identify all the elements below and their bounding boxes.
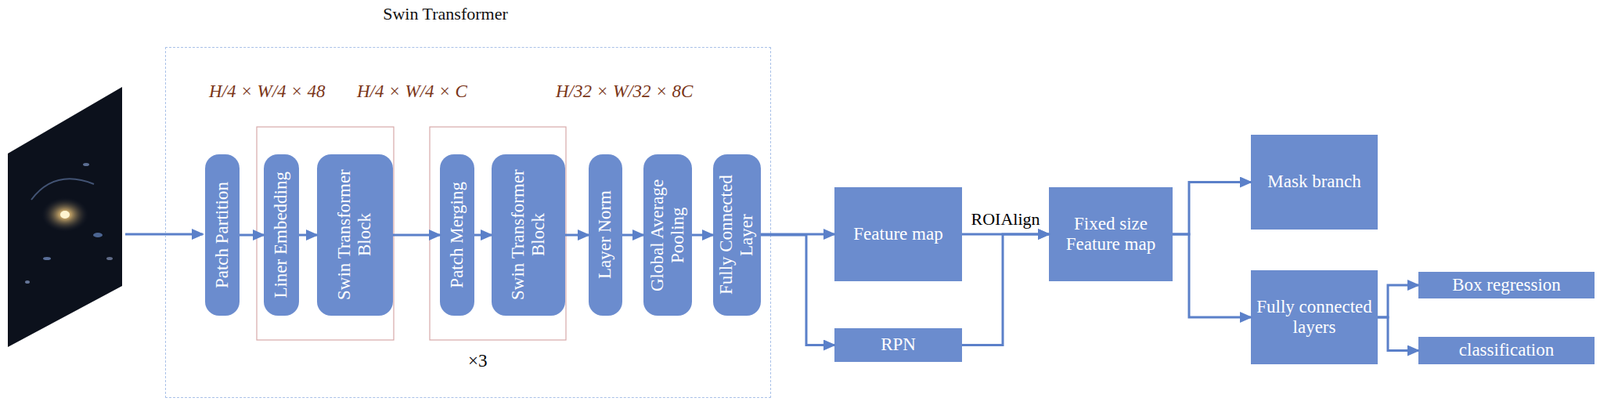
edge-label: ROIAlign	[971, 209, 1041, 230]
node-label: Patch Partition	[212, 181, 233, 289]
flow-arrow	[474, 234, 492, 237]
process-box: Mask branch	[1250, 134, 1378, 230]
node-label: RPN	[880, 334, 916, 355]
process-pill: Fully Connected Layer	[713, 154, 761, 316]
group-title: Swin Transformer	[367, 3, 524, 25]
node-label: Swin Transformer Block	[334, 159, 376, 310]
process-pill: Layer Norm	[588, 154, 623, 316]
node-label: Fully Connected Layer	[716, 159, 758, 310]
flow-arrow	[622, 234, 644, 237]
process-pill: Swin Transformer Block	[317, 154, 393, 316]
process-pill: Swin Transformer Block	[491, 154, 566, 316]
node-label: Global Average Pooling	[647, 159, 689, 310]
dimension-label: H/4 × W/4 × C	[356, 81, 468, 102]
flow-arrow	[962, 234, 1049, 346]
flow-arrow	[760, 234, 835, 346]
node-label: Layer Norm	[594, 190, 616, 279]
input-arrow	[125, 233, 203, 236]
dimension-label: H/32 × W/32 × 8C	[555, 81, 693, 102]
process-box: Fixed size Feature map	[1048, 187, 1173, 282]
process-pill: Patch Partition	[205, 154, 240, 316]
flow-arrow	[299, 234, 318, 237]
flow-arrow	[392, 234, 440, 237]
flow-arrow	[691, 234, 714, 237]
process-pill: Liner Embedding	[263, 154, 300, 316]
flow-arrow	[1172, 182, 1251, 235]
process-box: classification	[1418, 336, 1595, 364]
node-label: classification	[1459, 339, 1554, 361]
node-label: Liner Embedding	[270, 171, 292, 299]
flow-arrow	[239, 234, 264, 237]
flow-arrow	[1377, 317, 1419, 351]
node-label: Mask branch	[1267, 171, 1361, 192]
node-label: Swin Transformer Block	[508, 159, 550, 310]
process-box: Box regression	[1418, 271, 1595, 299]
node-label: Patch Merging	[446, 181, 468, 289]
process-pill: Patch Merging	[439, 154, 475, 316]
dimension-label: H/4 × W/4 × 48	[209, 81, 326, 102]
process-box: RPN	[834, 327, 963, 362]
process-pill: Global Average Pooling	[643, 154, 692, 316]
repeat-bracket-box	[429, 126, 566, 340]
galaxy-image	[0, 78, 134, 361]
process-box: Feature map	[834, 187, 963, 282]
node-label: Box regression	[1452, 274, 1561, 296]
repeat-bracket-box	[256, 126, 394, 340]
node-label: Fully connected layers	[1254, 296, 1374, 339]
flow-arrow	[760, 233, 835, 236]
flow-arrow	[1377, 284, 1419, 318]
node-label: Fixed size Feature map	[1052, 213, 1169, 256]
flow-arrow	[1172, 234, 1251, 318]
flow-arrow	[565, 234, 589, 237]
node-label: Feature map	[853, 223, 943, 245]
flow-arrow	[962, 233, 1049, 236]
repeat-count: ×3	[468, 350, 487, 372]
process-box: Fully connected layers	[1250, 270, 1378, 364]
